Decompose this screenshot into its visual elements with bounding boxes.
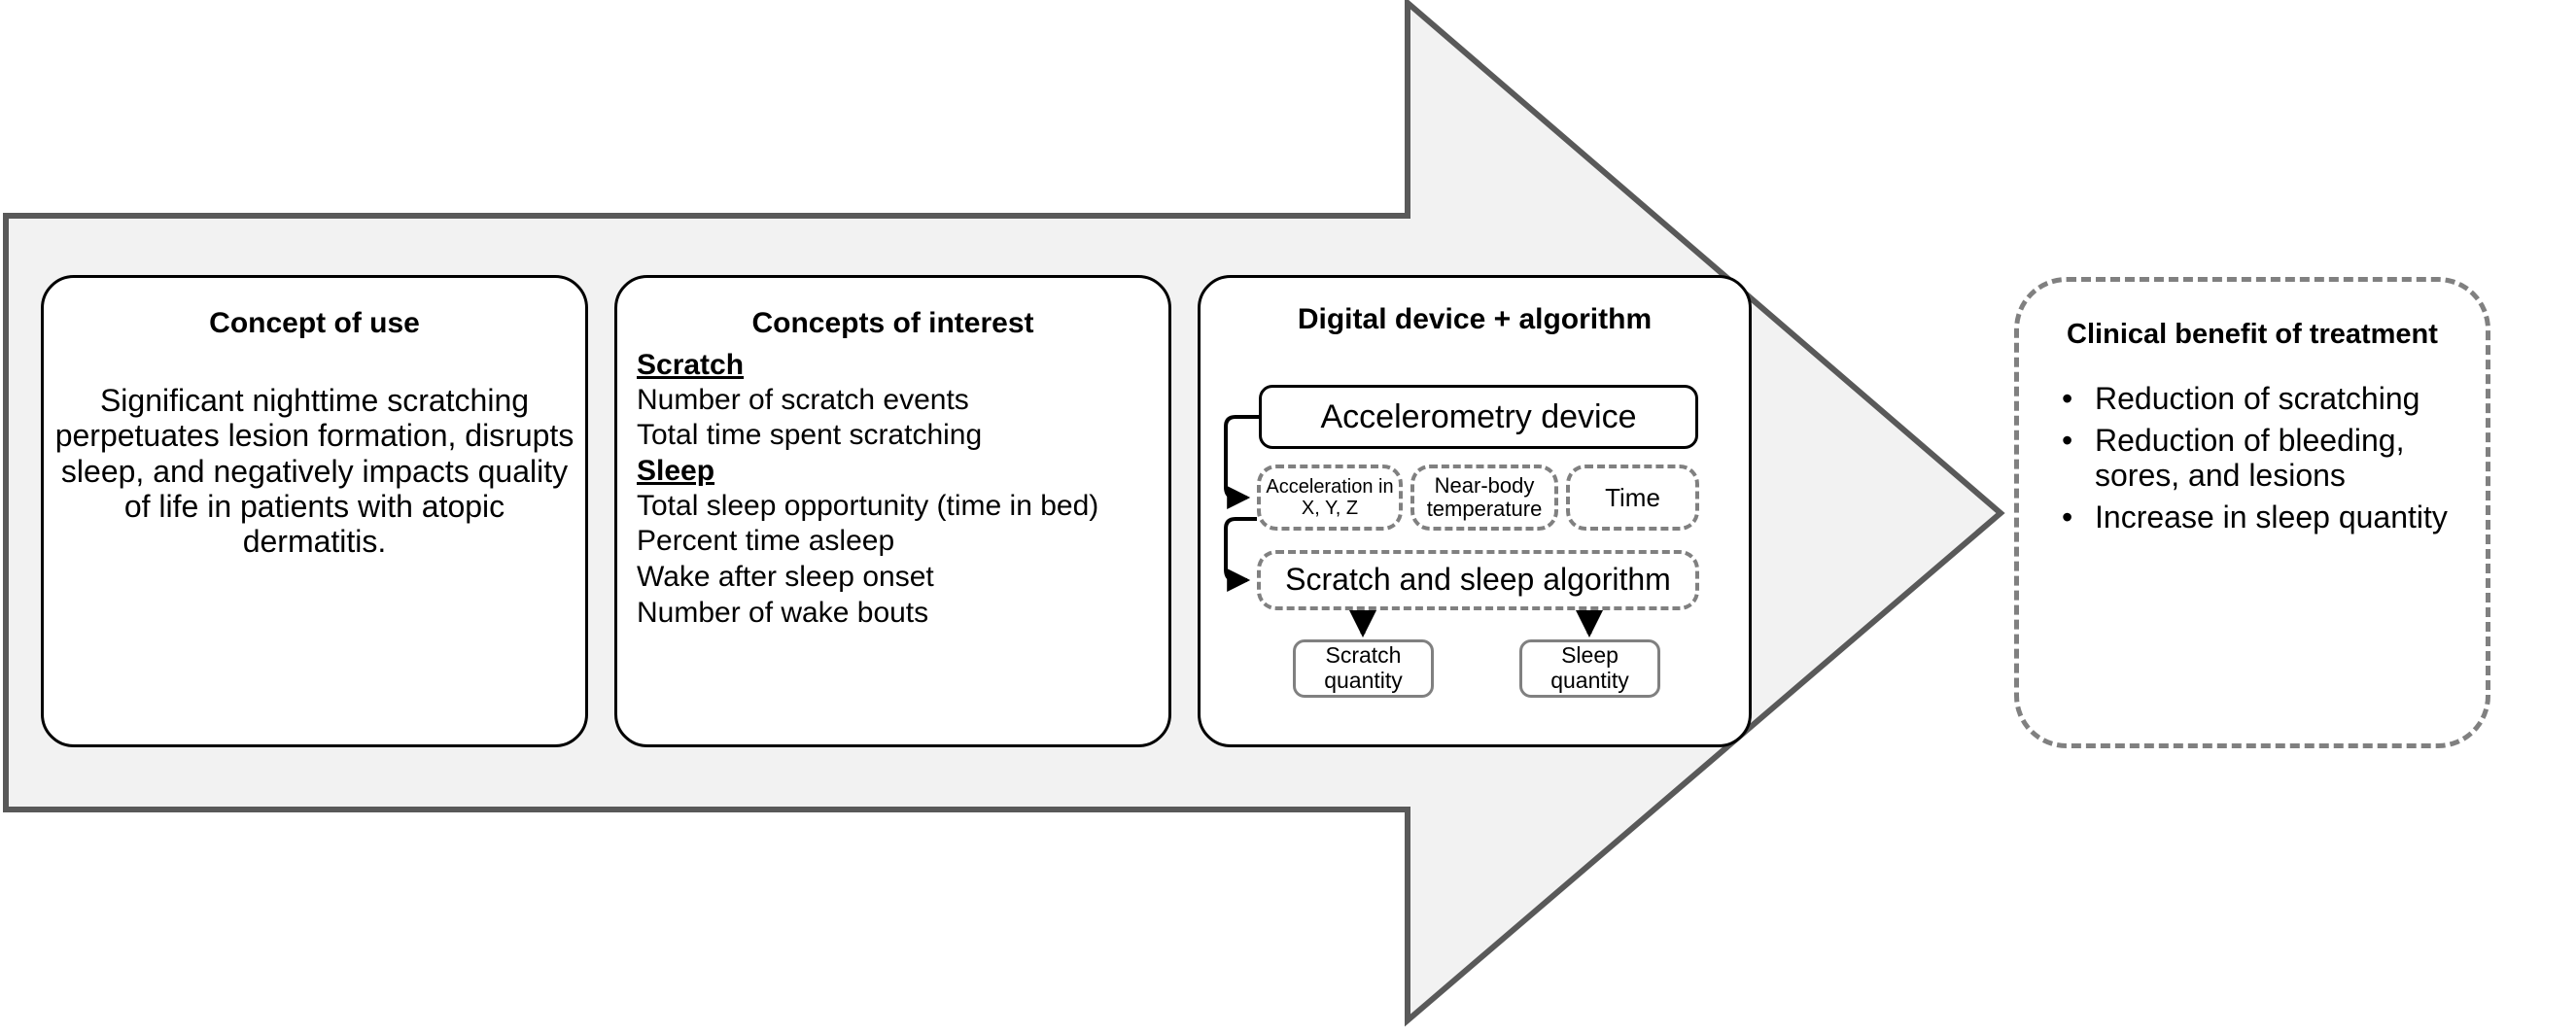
- sleep-quantity-line1: Sleep: [1561, 642, 1619, 669]
- list-item-label: Reduction of scratching: [2095, 381, 2420, 417]
- accelerometry-device-label: Accelerometry device: [1320, 397, 1637, 435]
- list-item-label: Increase in sleep quantity: [2095, 499, 2448, 534]
- panel-concept-of-use: Concept of use Significant nighttime scr…: [41, 275, 588, 747]
- connector-signals-to-algorithm: [1224, 517, 1257, 592]
- box-acceleration-xyz: Acceleration in X, Y, Z: [1257, 465, 1403, 531]
- box-scratch-and-sleep-algorithm: Scratch and sleep algorithm: [1257, 550, 1699, 610]
- box-time: Time: [1566, 465, 1699, 531]
- time-label: Time: [1605, 482, 1660, 512]
- list-item: Number of wake bouts: [637, 596, 929, 629]
- connector-device-to-signals: [1224, 415, 1259, 509]
- sleep-quantity-label: Sleep quantity: [1550, 642, 1629, 694]
- list-item: • Reduction of scratching: [2062, 381, 2486, 417]
- list-item: Wake after sleep onset: [637, 560, 934, 593]
- concepts-of-interest-title: Concepts of interest: [751, 307, 1034, 339]
- panel-digital-device: Digital device + algorithm Acce: [1198, 275, 1752, 747]
- concepts-of-interest-list: Scratch Number of scratch events Total t…: [617, 348, 1168, 632]
- acceleration-label: Acceleration in X, Y, Z: [1266, 476, 1393, 519]
- list-item: Total sleep opportunity (time in bed): [637, 489, 1099, 522]
- panel-concepts-of-interest: Concepts of interest Scratch Number of s…: [614, 275, 1171, 747]
- concepts-group-heading-scratch: Scratch: [637, 348, 745, 381]
- bullet-icon: •: [2062, 381, 2073, 417]
- list-item-label: Reduction of bleeding, sores, and lesion…: [2095, 422, 2405, 494]
- clinical-benefit-title: Clinical benefit of treatment: [2067, 319, 2438, 350]
- clinical-benefit-list: • Reduction of scratching • Reduction of…: [2019, 381, 2486, 534]
- box-near-body-temperature: Near-body temperature: [1410, 465, 1558, 531]
- bullet-icon: •: [2062, 499, 2073, 534]
- temperature-label-line1: Near-body: [1434, 472, 1535, 498]
- sleep-quantity-line2: quantity: [1550, 668, 1629, 693]
- algorithm-label: Scratch and sleep algorithm: [1285, 562, 1671, 598]
- scratch-quantity-line2: quantity: [1324, 668, 1403, 693]
- digital-device-flow: Accelerometry device Acceleration in X, …: [1201, 278, 1749, 744]
- scratch-quantity-label: Scratch quantity: [1324, 642, 1403, 694]
- list-item: Total time spent scratching: [637, 419, 983, 452]
- temperature-label: Near-body temperature: [1426, 472, 1543, 521]
- bullet-icon: •: [2062, 422, 2073, 458]
- digital-device-title: Digital device + algorithm: [1297, 303, 1653, 335]
- scratch-quantity-line1: Scratch: [1325, 642, 1402, 669]
- box-sleep-quantity: Sleep quantity: [1519, 639, 1660, 698]
- acceleration-label-line2: X, Y, Z: [1301, 498, 1359, 519]
- box-accelerometry-device: Accelerometry device: [1259, 385, 1698, 449]
- concept-of-use-title: Concept of use: [209, 307, 420, 339]
- box-scratch-quantity: Scratch quantity: [1293, 639, 1434, 698]
- panel-clinical-benefit: Clinical benefit of treatment • Reductio…: [2014, 277, 2490, 748]
- list-item: • Increase in sleep quantity: [2062, 499, 2486, 534]
- list-item: Number of scratch events: [637, 383, 969, 416]
- temperature-label-line2: temperature: [1426, 497, 1543, 521]
- list-item: • Reduction of bleeding, sores, and lesi…: [2062, 422, 2486, 494]
- concepts-group-heading-sleep: Sleep: [637, 454, 715, 487]
- list-item: Percent time asleep: [637, 525, 895, 558]
- concept-of-use-text: Significant nighttime scratching perpetu…: [54, 382, 574, 560]
- acceleration-label-line1: Acceleration in: [1266, 476, 1394, 498]
